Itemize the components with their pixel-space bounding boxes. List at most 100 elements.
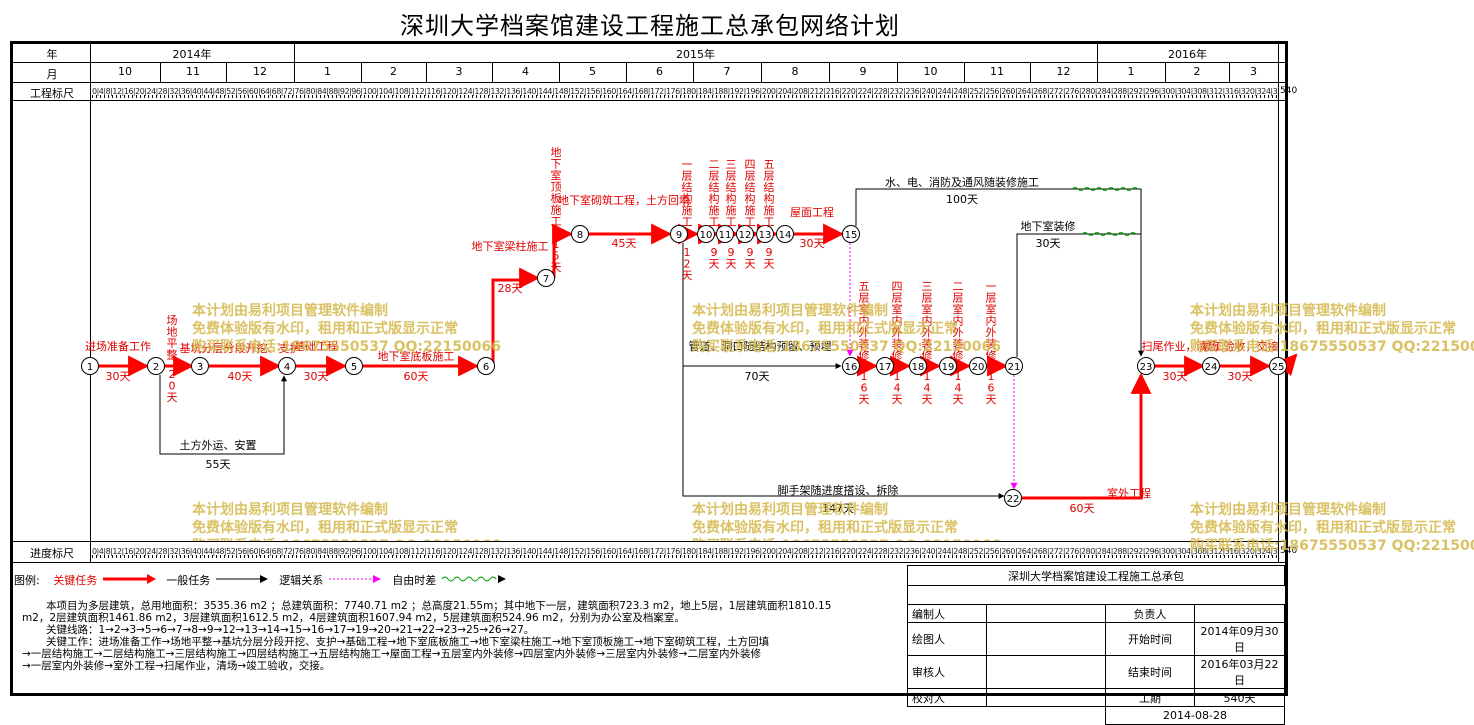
vertical-task-label: 地下室顶板施工 xyxy=(551,146,562,228)
task-label: 基坑分层分段开挖、支护 xyxy=(180,341,301,355)
task-duration: 70天 xyxy=(745,370,770,383)
grid-line xyxy=(13,541,1285,542)
node-circle xyxy=(697,225,715,243)
info-period: 540天 xyxy=(1194,688,1285,707)
task-labels: 进场准备工作 30天 基坑分层分段开挖、支护 40天 基础工程 30天 地下室底… xyxy=(85,193,1279,515)
legend-critical-arrow-icon xyxy=(102,574,156,584)
vertical-task-label: 二层室内外装修 xyxy=(953,280,964,362)
node-circle xyxy=(736,225,754,243)
info-drawer: 绘图人 xyxy=(907,622,987,656)
month-cell: 11 xyxy=(186,65,200,78)
task-label: 基础工程 xyxy=(294,340,338,353)
vertical-task-label: 场地平整 xyxy=(167,313,178,362)
note-line: →一层室内外装修→室外工程→扫尾作业，清场→竣工验收，交接。 xyxy=(22,660,331,672)
grid-line xyxy=(13,62,1285,63)
month-cell: 8 xyxy=(791,65,799,78)
task-duration: 28天 xyxy=(498,282,523,295)
grid-line xyxy=(829,62,830,82)
task-duration: 147天 xyxy=(822,502,854,515)
grid-line xyxy=(897,62,898,82)
project-notes: 本项目为多层建筑，总用地面积：3535.36 m2 ；总建筑面积：7740.71… xyxy=(22,600,892,672)
task-duration: 60天 xyxy=(404,370,429,383)
node-circle xyxy=(909,357,927,375)
page-title: 深圳大学档案馆建设工程施工总承包网络计划 xyxy=(400,12,900,40)
legend: 图例: 关键任务 一般任务 逻辑关系 自由时差 xyxy=(14,572,510,588)
node-circle xyxy=(1005,357,1023,375)
note-line: m2，2层建筑面积1461.86 m2，3层建筑面积1612.5 m2，4层建筑… xyxy=(22,612,685,624)
month-cell: 11 xyxy=(990,65,1004,78)
grid-line xyxy=(426,62,427,82)
grid-line xyxy=(1165,62,1166,82)
node-label: 2 xyxy=(153,362,159,373)
grid-line xyxy=(13,562,1285,563)
note-line: →一层结构施工→二层结构施工→三层结构施工→四层结构施工→五层结构施工→屋面工程… xyxy=(22,648,761,660)
task-duration: 30天 xyxy=(304,370,329,383)
month-cell: 6 xyxy=(656,65,663,78)
month-cell: 12 xyxy=(1056,65,1071,78)
task-label: 地下室底板施工 xyxy=(378,349,455,363)
month-cell: 12 xyxy=(253,65,267,78)
vertical-task-label: 一层结构施工 xyxy=(682,158,693,229)
task-duration: 60天 xyxy=(1070,502,1095,515)
month-cell: 9 xyxy=(859,65,867,78)
grid-line xyxy=(1097,62,1098,82)
legend-logic-arrow-icon xyxy=(328,575,381,583)
task-label: 地下室装修 xyxy=(1021,219,1076,233)
node-circle xyxy=(278,357,296,375)
node-label: 22 xyxy=(1007,494,1020,505)
vertical-task-label: 五层结构施工 xyxy=(764,158,775,229)
legend-label: 图例: xyxy=(14,574,40,587)
node-circle xyxy=(81,357,99,375)
task-duration: 30天 xyxy=(800,237,825,250)
grid-line xyxy=(226,62,227,82)
vertical-task-label: 三层结构施工 xyxy=(726,158,737,229)
info-end: 2016年03月22日 xyxy=(1194,655,1285,689)
node-label: 21 xyxy=(1008,362,1021,373)
node-label: 1 xyxy=(87,362,93,373)
critical-path xyxy=(98,223,1298,500)
month-cell: 10 xyxy=(923,65,938,78)
task-label: 屋面工程 xyxy=(790,206,834,219)
task-label: 地下室砌筑工程，土方回填 xyxy=(558,193,690,207)
node-label: 14 xyxy=(779,230,792,241)
info-owner: 负责人 xyxy=(1105,604,1195,623)
node-label: 8 xyxy=(577,230,583,241)
node-label: 20 xyxy=(972,362,985,373)
grid-line xyxy=(90,44,91,562)
info-project: 深圳大学档案馆建设工程施工总承包 xyxy=(907,565,1285,586)
task-duration: 55天 xyxy=(206,458,231,471)
month-cell: 5 xyxy=(589,65,596,78)
node-circle xyxy=(876,357,894,375)
month-cell: 4 xyxy=(522,65,529,78)
month-cell: 3 xyxy=(1250,65,1257,78)
node-circle xyxy=(939,357,957,375)
legend-normal-arrow-icon xyxy=(215,575,268,583)
node-circle xyxy=(756,225,774,243)
node-circle xyxy=(147,357,165,375)
legend-normal: 一般任务 xyxy=(166,574,211,587)
info-editor: 编制人 xyxy=(907,604,987,623)
task-label: 扫尾作业，清场 xyxy=(1142,339,1219,353)
node-label: 23 xyxy=(1140,362,1153,373)
slack-lines xyxy=(1071,187,1139,236)
node-label: 12 xyxy=(739,230,752,241)
month-cell: 2 xyxy=(1193,65,1201,78)
grid-line xyxy=(13,100,1285,101)
info-start: 2014年09月30日 xyxy=(1194,622,1285,656)
task-label: 竣工验收，交接 xyxy=(1202,339,1279,353)
legend-free: 自由时差 xyxy=(392,574,437,587)
normal-task-labels: 土方外运、安置 55天 管道、洞口随结构预留、预埋 70天 脚手架随进度搭设、拆… xyxy=(180,175,1076,515)
grid-line xyxy=(559,62,560,82)
month-cell: 10 xyxy=(118,65,132,78)
node-label: 25 xyxy=(1272,362,1285,373)
node-label: 15 xyxy=(845,230,858,241)
